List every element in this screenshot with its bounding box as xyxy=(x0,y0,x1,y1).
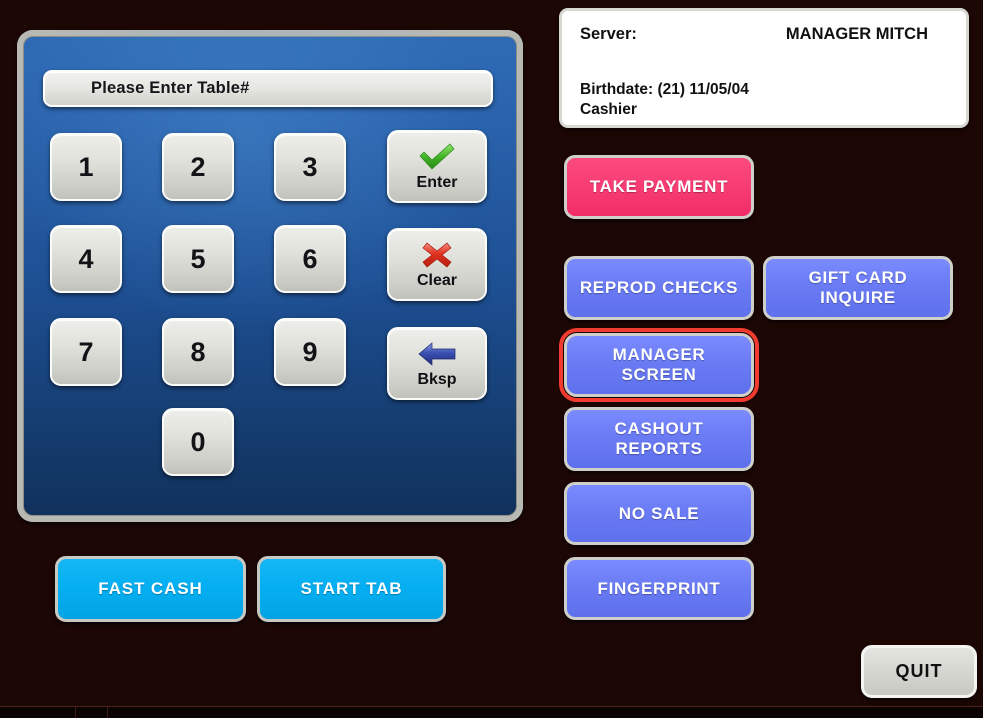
keypad-key-0-label: 0 xyxy=(190,426,206,457)
keypad-key-7[interactable]: 7 xyxy=(50,318,122,386)
cashout-reports-label: CASHOUT REPORTS xyxy=(615,419,704,459)
keypad-key-5[interactable]: 5 xyxy=(162,225,234,293)
keypad-key-4-label: 4 xyxy=(78,243,94,274)
keypad-key-2-label: 2 xyxy=(190,151,206,182)
keypad-key-0[interactable]: 0 xyxy=(162,408,234,476)
reprod-checks-label: REPROD CHECKS xyxy=(579,278,739,298)
green-check-icon xyxy=(417,142,457,172)
gift-card-inquire-label: GIFT CARD INQUIRE xyxy=(809,268,908,308)
keypad-key-4[interactable]: 4 xyxy=(50,225,122,293)
keypad-backspace-button[interactable]: Bksp xyxy=(387,327,487,400)
keypad-key-3[interactable]: 3 xyxy=(274,133,346,201)
keypad-clear-label: Clear xyxy=(416,272,458,289)
cashout-reports-line1: CASHOUT xyxy=(614,419,704,439)
quit-button[interactable]: QUIT xyxy=(861,645,977,698)
manager-screen-line2: SCREEN xyxy=(621,365,697,384)
no-sale-button[interactable]: NO SALE xyxy=(564,482,754,545)
keypad-key-2[interactable]: 2 xyxy=(162,133,234,201)
server-info-row: Server: MANAGER MITCH xyxy=(580,25,948,44)
keypad-key-6-label: 6 xyxy=(302,243,318,274)
keypad-panel: Please Enter Table# 1 2 3 4 5 6 7 8 9 xyxy=(17,30,523,522)
keypad-key-5-label: 5 xyxy=(190,243,206,274)
keypad-key-1[interactable]: 1 xyxy=(50,133,122,201)
reprod-checks-button[interactable]: REPROD CHECKS xyxy=(564,256,754,320)
taskbar-divider-1 xyxy=(75,707,76,718)
no-sale-label: NO SALE xyxy=(618,503,700,523)
keypad-key-8-label: 8 xyxy=(190,336,206,367)
manager-screen-button[interactable]: MANAGER SCREEN xyxy=(559,328,759,402)
start-tab-button[interactable]: START TAB xyxy=(257,556,446,622)
table-number-display-text: Please Enter Table# xyxy=(91,79,250,97)
server-info-box: Server: MANAGER MITCH Birthdate: (21) 11… xyxy=(559,8,969,128)
quit-label: QUIT xyxy=(895,661,943,681)
start-tab-label: START TAB xyxy=(300,579,403,598)
cashout-reports-button[interactable]: CASHOUT REPORTS xyxy=(564,407,754,471)
server-name-value: MANAGER MITCH xyxy=(785,25,928,43)
keypad-key-3-label: 3 xyxy=(302,151,318,182)
keypad-key-1-label: 1 xyxy=(78,151,94,182)
fingerprint-button[interactable]: FINGERPRINT xyxy=(564,557,754,620)
keypad-clear-button[interactable]: Clear xyxy=(387,228,487,301)
fingerprint-label: FINGERPRINT xyxy=(597,578,721,598)
keypad-key-6[interactable]: 6 xyxy=(274,225,346,293)
fast-cash-label: FAST CASH xyxy=(98,579,203,598)
take-payment-button[interactable]: TAKE PAYMENT xyxy=(564,155,754,219)
keypad-enter-label: Enter xyxy=(416,174,458,191)
red-x-icon xyxy=(421,240,453,270)
birthdate-text: Birthdate: (21) 11/05/04 xyxy=(580,81,749,98)
gift-card-inquire-button[interactable]: GIFT CARD INQUIRE xyxy=(763,256,953,320)
manager-screen-label: MANAGER SCREEN xyxy=(613,345,706,385)
role-text: Cashier xyxy=(580,100,637,118)
keypad-key-8[interactable]: 8 xyxy=(162,318,234,386)
taskbar-divider-2 xyxy=(107,707,108,718)
manager-screen-line1: MANAGER xyxy=(612,345,706,365)
table-number-display[interactable]: Please Enter Table# xyxy=(43,70,493,107)
keypad-key-9[interactable]: 9 xyxy=(274,318,346,386)
take-payment-label: TAKE PAYMENT xyxy=(589,177,729,197)
cashout-reports-line2: REPORTS xyxy=(615,439,703,458)
gift-card-inquire-line2: INQUIRE xyxy=(820,288,896,307)
blue-left-arrow-icon xyxy=(417,339,457,369)
keypad-key-9-label: 9 xyxy=(302,336,318,367)
keypad-backspace-label: Bksp xyxy=(417,371,457,388)
taskbar[interactable] xyxy=(0,706,983,718)
keypad-enter-button[interactable]: Enter xyxy=(387,130,487,203)
keypad-key-7-label: 7 xyxy=(78,336,94,367)
server-label: Server: xyxy=(580,25,637,43)
gift-card-inquire-line1: GIFT CARD xyxy=(808,268,908,288)
fast-cash-button[interactable]: FAST CASH xyxy=(55,556,246,622)
